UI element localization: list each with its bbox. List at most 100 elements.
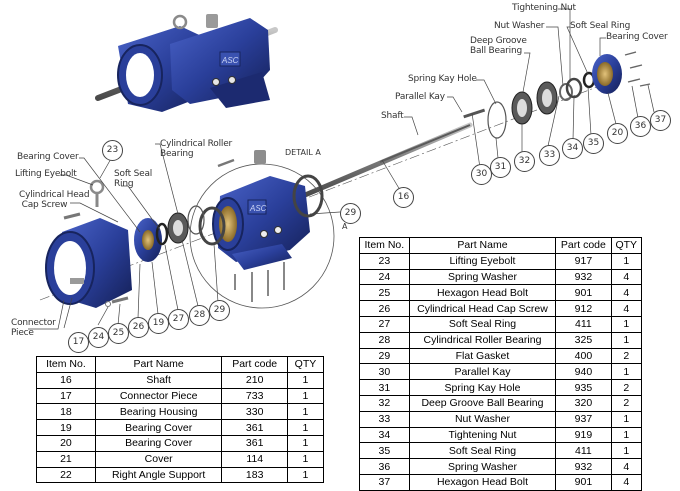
cell-part-code: 411 [555, 442, 612, 460]
col-item-no: Item No. [359, 237, 410, 254]
balloon-28: 28 [189, 305, 210, 326]
cell-part-code: 733 [221, 387, 288, 405]
cell-part-code: 210 [221, 371, 288, 389]
cell-part-code: 912 [555, 300, 612, 317]
lifting-eyebolt-23 [89, 179, 105, 207]
cell-qty: 1 [610, 331, 643, 349]
callout-cyl-head-line1: Cylindrical Head [19, 190, 90, 200]
bom-left-header-row: Item No. Part Name Part code QTY [36, 356, 325, 373]
cell-part-code: 919 [555, 426, 612, 444]
callout-deep-groove-line2: Ball Bearing [470, 46, 522, 56]
callout-shaft: Shaft [381, 111, 404, 121]
cover-21 [254, 150, 266, 164]
bearing-cover-20 [592, 54, 622, 94]
deep-groove-ball-bearing-32 [511, 81, 558, 125]
flat-gasket-29-right [292, 174, 324, 218]
spring-washer-24 [105, 301, 111, 307]
bearing-cover-19 [134, 218, 162, 262]
diagram-artwork: ASC ASC [28, 8, 655, 330]
cell-part-name: Soft Seal Ring [408, 442, 557, 460]
cell-qty: 1 [286, 419, 325, 436]
cell-item-no: 33 [359, 410, 410, 428]
callout-cyl-roller-line1: Cylindrical Roller [160, 139, 233, 149]
cell-part-name: Soft Seal Ring [408, 315, 557, 333]
cap-screw [217, 158, 235, 168]
cell-qty: 1 [286, 403, 325, 421]
cell-part-name: Tightening Nut [408, 426, 557, 444]
cell-part-name: Shaft [94, 371, 223, 389]
cell-part-name: Deep Groove Ball Bearing [408, 394, 557, 412]
balloon-33: 33 [539, 145, 560, 166]
callout-connector-line1: Connector [11, 318, 56, 328]
cell-qty: 1 [610, 442, 643, 460]
balloon-29-left: 29 [209, 300, 230, 321]
detail-a-label: DETAIL A [285, 148, 321, 157]
balloon-20: 20 [607, 123, 628, 144]
balloon-19: 19 [148, 313, 169, 334]
balloon-23: 23 [102, 140, 123, 161]
cell-part-code: 935 [555, 379, 612, 396]
parallel-kay-30 [463, 108, 486, 119]
cell-part-code: 937 [555, 410, 612, 428]
cell-part-name: Bearing Cover [94, 434, 223, 452]
callout-nut-washer: Nut Washer [494, 21, 545, 31]
callout-deep-groove-line1: Deep Groove [470, 36, 527, 46]
cell-part-code: 917 [555, 252, 612, 270]
balloon-31: 31 [490, 157, 511, 178]
connector-piece-17 [45, 218, 132, 308]
cell-qty: 1 [286, 466, 325, 484]
col-part-name: Part Name [94, 356, 223, 373]
balloon-37: 37 [650, 110, 671, 131]
cell-part-code: 411 [555, 315, 612, 333]
cell-item-no: 16 [36, 371, 96, 389]
cell-part-name: Spring Washer [408, 458, 557, 475]
cell-item-no: 30 [359, 363, 410, 381]
cell-part-code: 330 [221, 403, 288, 421]
cell-part-name: Spring Washer [408, 268, 557, 286]
cell-part-code: 183 [221, 466, 288, 484]
exploded-diagram: ASC ASC [11, 4, 671, 491]
callout-connector-line2: Piece [11, 328, 34, 338]
cell-qty: 1 [286, 450, 325, 468]
spring-ring [187, 205, 205, 235]
cell-part-name: Cylindrical Roller Bearing [408, 331, 557, 349]
cell-part-name: Hexagon Head Bolt [408, 473, 557, 491]
balloon-29-right: 29 [340, 203, 361, 224]
spring-kay-hole-31 [487, 101, 507, 139]
svg-text:ASC: ASC [249, 204, 267, 213]
cell-qty: 1 [610, 363, 643, 381]
cell-item-no: 26 [359, 300, 410, 317]
eyebolt-assembled [172, 14, 188, 30]
callout-bearing-cover-right: Bearing Cover [606, 32, 668, 42]
cell-part-code: 325 [555, 331, 612, 349]
callout-parallel-kay: Parallel Kay [395, 92, 445, 102]
cell-qty: 4 [610, 473, 643, 491]
cell-qty: 1 [610, 252, 643, 270]
callout-bearing-cover-left: Bearing Cover [17, 152, 79, 162]
cell-item-no: 34 [359, 426, 410, 444]
balloon-27: 27 [168, 309, 189, 330]
cell-part-name: Connector Piece [94, 387, 223, 405]
support-bolts [234, 262, 285, 302]
cell-item-no: 31 [359, 379, 410, 396]
col-part-code: Part code [555, 237, 612, 254]
callout-soft-seal-line2: Ring [114, 179, 134, 189]
cell-part-name: Bearing Cover [94, 419, 223, 436]
cell-part-name: Lifting Eyebolt [408, 252, 557, 270]
balloon-36: 36 [630, 116, 651, 137]
cell-part-code: 400 [555, 347, 612, 365]
bom-right-header-row: Item No. Part Name Part code QTY [359, 237, 643, 254]
cell-item-no: 17 [36, 387, 96, 405]
leader-lines [28, 8, 655, 330]
cell-qty: 1 [286, 434, 325, 452]
